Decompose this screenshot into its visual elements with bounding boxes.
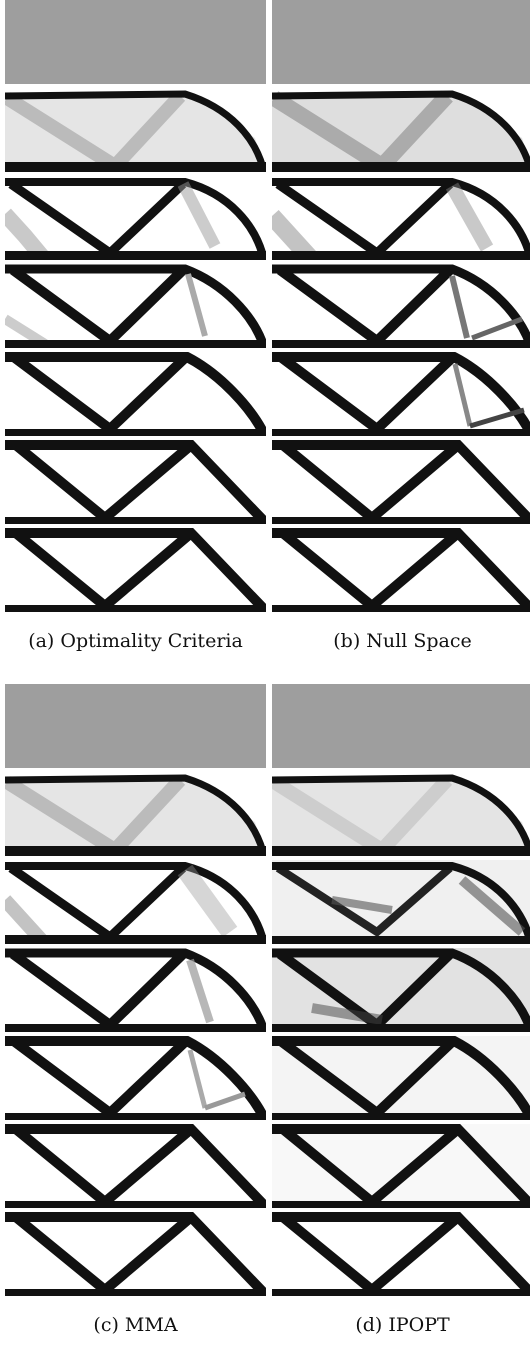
frame-a-3	[5, 264, 266, 348]
thin-strut	[187, 1049, 208, 1109]
caption-c: (c) MMA	[93, 1314, 178, 1336]
frame-d-4	[272, 1036, 530, 1120]
frame-d-0	[272, 684, 530, 768]
caption-d: (d) IPOPT	[355, 1314, 450, 1336]
frame-a-2	[5, 176, 266, 260]
frame-c-6	[5, 1212, 266, 1296]
frame-a-0	[5, 0, 266, 84]
frame-d-1	[272, 772, 530, 856]
frame-d-5	[272, 1124, 530, 1208]
thin-strut	[185, 273, 208, 337]
thin-tie	[471, 316, 523, 341]
frame-b-0	[272, 0, 530, 84]
frame-a-5	[5, 440, 266, 524]
frame-b-4	[272, 352, 530, 436]
thin-strut	[186, 958, 214, 1024]
thin-strut	[449, 275, 470, 339]
frame-d-6	[272, 1212, 530, 1296]
frame-c-4	[5, 1036, 266, 1120]
frame-d-3	[272, 948, 530, 1032]
frame-d-2	[272, 860, 530, 944]
caption-b: (b) Null Space	[333, 630, 472, 652]
frame-a-4	[5, 352, 266, 436]
frame-b-3	[272, 264, 530, 348]
frame-c-1	[5, 772, 266, 856]
frame-b-6	[272, 528, 530, 612]
frame-c-3	[5, 948, 266, 1032]
frame-c-5	[5, 1124, 266, 1208]
frame-a-1	[5, 88, 266, 172]
frame-a-6	[5, 528, 266, 612]
frame-b-5	[272, 440, 530, 524]
frame-c-2	[5, 860, 266, 944]
thin-tie	[469, 407, 525, 429]
frame-b-1	[272, 88, 530, 172]
thin-strut	[452, 363, 473, 427]
thin-tie	[204, 1091, 246, 1111]
caption-a: (a) Optimality Criteria	[28, 630, 243, 652]
frame-c-0	[5, 684, 266, 768]
frame-b-2	[272, 176, 530, 260]
